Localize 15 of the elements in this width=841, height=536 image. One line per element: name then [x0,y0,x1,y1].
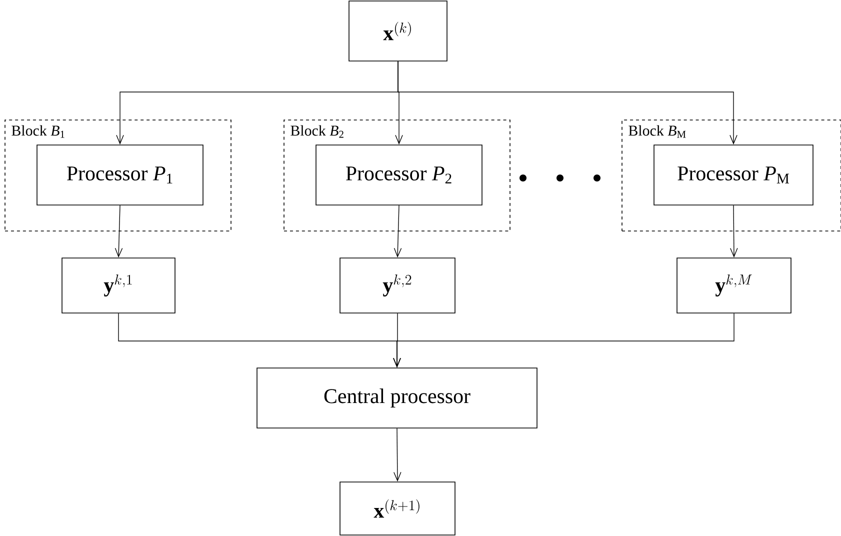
arrow [114,205,123,258]
processor-box: Central processor [256,368,538,428]
vector-box: $\mathbf{x}^{(k)}$ [348,0,448,62]
processor-box: Processor P$_{2}$ [316,144,482,206]
vector-box: $\mathbf{x}^{(k+1)}$ [340,482,456,536]
processor-box: Processor P$_{M}$ [654,144,814,206]
vector-box: $\mathbf{y}^{k,1}$ [62,258,176,314]
arrow [730,205,738,258]
arrow [394,205,402,258]
processor-box: Processor P$_{1}$ [36,144,204,206]
arrow [398,61,738,145]
arrow [394,428,402,482]
vector-box: $\mathbf{y}^{k,2}$ [340,258,456,314]
vector-box: $\mathbf{y}^{k,M}$ [676,258,792,314]
arrow [393,313,734,368]
